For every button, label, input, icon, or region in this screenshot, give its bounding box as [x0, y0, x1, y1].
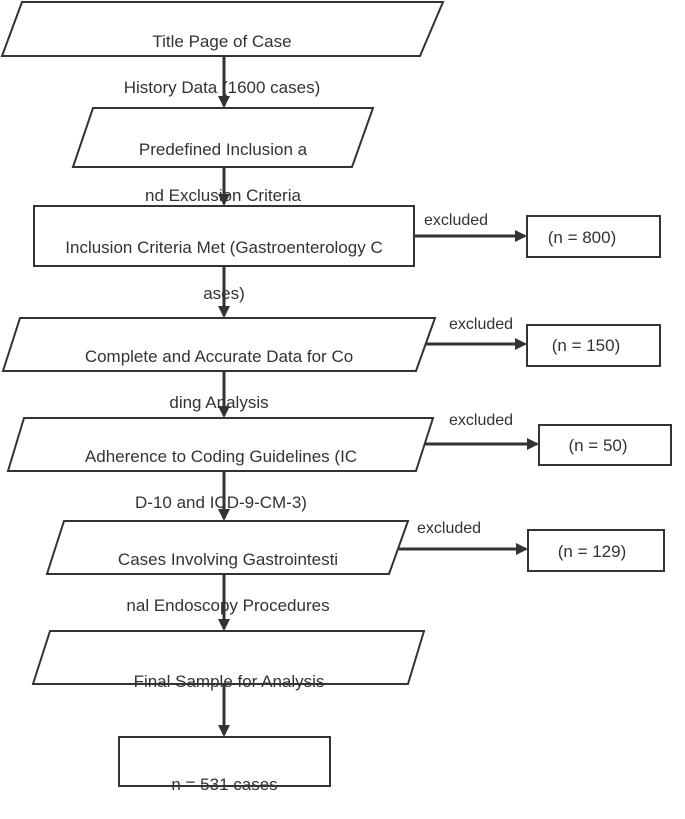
inclusion-met-line-1: Inclusion Criteria Met (Gastroenterology…: [65, 238, 383, 257]
exclusion-count-4: (n = 129): [557, 542, 627, 561]
exclusion-box-4: [527, 529, 665, 572]
exclusion-count-3: (n = 50): [568, 436, 628, 455]
inclusion-met-line-2: ases): [203, 284, 245, 303]
title-page-label: Title Page of Case History Data (1600 ca…: [22, 7, 422, 122]
complete-data-line-2: ding Analysis: [169, 393, 269, 412]
title-page-shape: [0, 0, 445, 57]
excluded-label-3: excluded: [449, 412, 514, 429]
excluded-label-2: excluded: [449, 316, 514, 333]
complete-data-line-1: Complete and Accurate Data for Co: [84, 347, 354, 366]
flowchart-canvas: [0, 0, 672, 787]
criteria-line-2: nd Exclusion Criteria: [145, 186, 301, 205]
criteria-shape: [71, 107, 375, 168]
excluded-label-1: excluded: [424, 212, 489, 229]
exclusion-box-2: [526, 324, 661, 367]
exclusion-box-1: [526, 215, 661, 258]
final-sample-shape: [31, 630, 426, 685]
exclusion-count-2: (n = 150): [551, 336, 621, 355]
inclusion-met-shape: [33, 205, 415, 267]
title-page-line-1: Title Page of Case: [152, 32, 292, 51]
result-label: n = 531 cases: [119, 750, 330, 819]
exclusion-box-3: [538, 424, 672, 466]
final-sample-label: Final Sample for Analysis: [42, 647, 416, 716]
result-line-1: n = 531 cases: [171, 775, 278, 794]
result-shape: [118, 736, 331, 787]
criteria-label: Predefined Inclusion a nd Exclusion Crit…: [73, 115, 373, 230]
inclusion-met-label: Inclusion Criteria Met (Gastroenterology…: [34, 213, 414, 328]
endoscopy-line-2: nal Endoscopy Procedures: [126, 596, 330, 615]
adherence-line-1: Adherence to Coding Guidelines (IC: [84, 447, 358, 466]
endoscopy-line-1: Cases Involving Gastrointesti: [117, 550, 339, 569]
complete-data-label: Complete and Accurate Data for Co ding A…: [12, 322, 426, 437]
complete-data-shape: [1, 317, 437, 372]
final-sample-line-1: Final Sample for Analysis: [133, 672, 325, 691]
excluded-label-4: excluded: [417, 520, 482, 537]
adherence-label: Adherence to Coding Guidelines (IC D-10 …: [16, 422, 426, 537]
endoscopy-shape: [45, 520, 410, 575]
endoscopy-label: Cases Involving Gastrointesti nal Endosc…: [56, 525, 400, 640]
criteria-line-1: Predefined Inclusion a: [138, 140, 308, 159]
adherence-line-2: D-10 and ICD-9-CM-3): [135, 493, 307, 512]
title-page-line-2: History Data (1600 cases): [123, 78, 321, 97]
exclusion-count-1: (n = 800): [547, 228, 617, 247]
adherence-shape: [6, 417, 435, 472]
